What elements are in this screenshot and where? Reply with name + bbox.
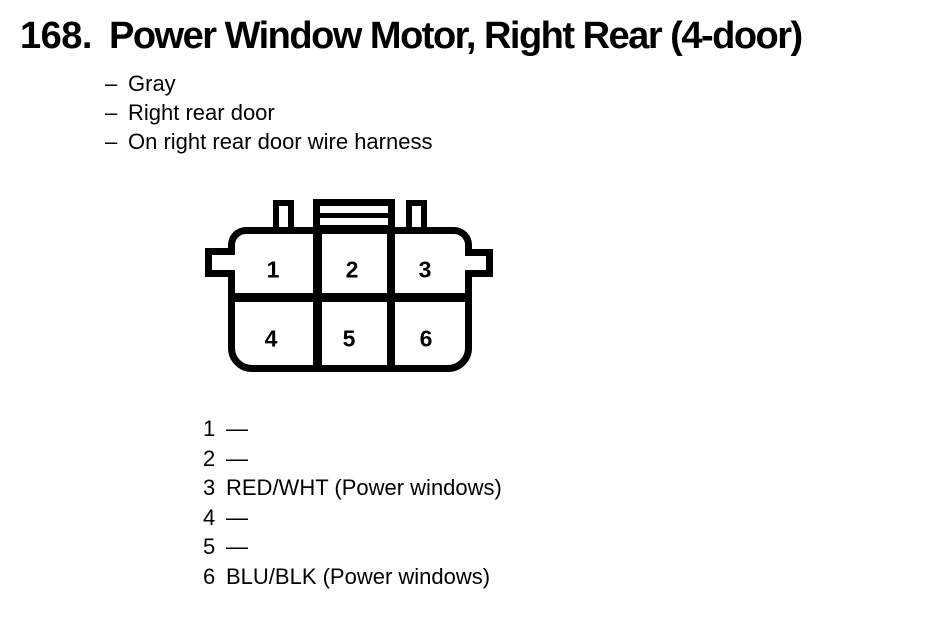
pin-label: BLU/BLK (Power windows) xyxy=(226,563,491,589)
pin-label: RED/WHT (Power windows) xyxy=(226,475,502,500)
pin-row: 3 RED/WHT (Power windows) xyxy=(203,473,502,503)
cavity-label-5: 5 xyxy=(342,325,356,352)
cavity-divider-horizontal xyxy=(233,293,467,302)
note-line: –Right rear door xyxy=(105,98,432,127)
pin-row: 5— xyxy=(203,532,502,562)
connector-tab-right xyxy=(406,200,427,228)
connector-wing-right xyxy=(465,249,493,277)
pin-label: — xyxy=(226,416,248,441)
cavity-label-3: 3 xyxy=(418,256,432,283)
connector-wing-left xyxy=(205,248,235,277)
pin-number: 1 xyxy=(203,416,216,441)
pin-label: — xyxy=(226,534,248,559)
page-title: Power Window Motor, Right Rear (4-door) xyxy=(109,15,803,57)
pin-row: 1— xyxy=(203,414,502,444)
connector-tab-left xyxy=(273,200,294,228)
note-dash: – xyxy=(105,71,118,96)
pin-number: 4 xyxy=(203,504,216,530)
cavity-label-6: 6 xyxy=(419,325,433,352)
cavity-label-1: 1 xyxy=(266,256,280,283)
note-text: Right rear door xyxy=(128,100,275,125)
pin-row: 4— xyxy=(203,503,502,533)
pin-number: 2 xyxy=(203,445,216,471)
pin-number: 5 xyxy=(203,534,216,559)
pin-row: 2— xyxy=(203,444,502,474)
connector-latch-bar xyxy=(320,213,388,218)
pin-label: — xyxy=(226,504,248,530)
note-text: Gray xyxy=(128,71,176,96)
pin-row: 6 BLU/BLK (Power windows) xyxy=(203,562,502,592)
note-text: On right rear door wire harness xyxy=(128,129,433,154)
pin-number: 6 xyxy=(203,563,216,589)
notes-list: –Gray –Right rear door –On right rear do… xyxy=(105,69,432,156)
cavity-label-4: 4 xyxy=(264,325,278,352)
cavity-label-2: 2 xyxy=(345,256,359,283)
pin-label: — xyxy=(226,445,248,471)
note-dash: – xyxy=(105,129,118,154)
section-number: 168. xyxy=(20,15,92,57)
note-line: –On right rear door wire harness xyxy=(105,127,432,156)
note-line: –Gray xyxy=(105,69,432,98)
note-dash: – xyxy=(105,100,118,125)
pin-number: 3 xyxy=(203,475,216,500)
